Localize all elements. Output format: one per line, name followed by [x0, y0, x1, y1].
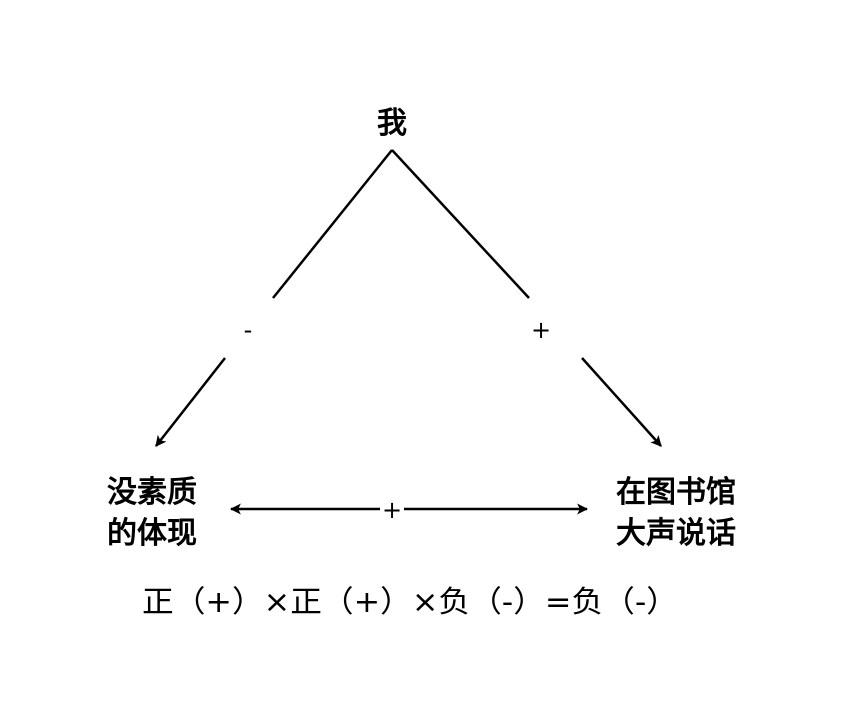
- edge-top-left-lower-arrow: [155, 357, 226, 447]
- node-right-label-line2: 大声说话: [616, 516, 736, 551]
- edge-top-right-upper: [391, 149, 530, 299]
- node-left-label-line2: 的体现: [107, 516, 197, 551]
- node-top-label: 我: [377, 106, 407, 141]
- sign-product-formula: 正（+）×正（+）×负（-）=负（-）: [142, 585, 678, 620]
- edge-left-right-sign: +: [382, 496, 402, 524]
- edge-top-right-lower-arrow: [581, 357, 662, 447]
- node-left-label-line1: 没素质: [107, 475, 197, 510]
- edge-top-left-sign: -: [244, 316, 253, 344]
- edge-top-left-upper: [272, 149, 393, 299]
- node-right-label-line1: 在图书馆: [616, 475, 736, 510]
- edge-top-right-sign: +: [531, 316, 551, 344]
